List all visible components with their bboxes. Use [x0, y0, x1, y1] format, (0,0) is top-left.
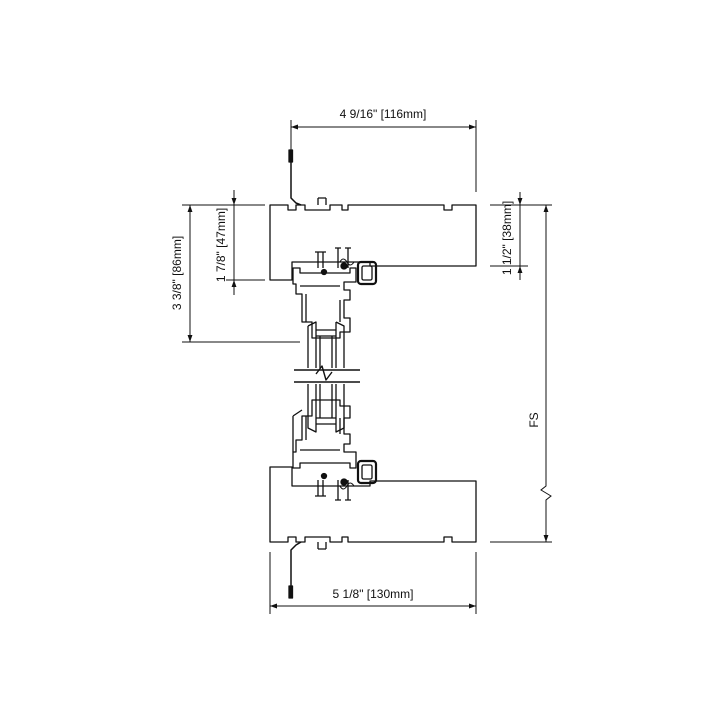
right-fs-label: FS: [527, 412, 541, 427]
lower-jamb-extension: [292, 409, 303, 452]
bottom-width-label: 5 1/8" [130mm]: [333, 587, 414, 601]
top-clip: [317, 197, 327, 205]
upper-seal-box-inner: [361, 265, 373, 281]
lower-frame-profile: [292, 399, 357, 469]
bottom-clip: [317, 542, 327, 550]
right-small-label: 1 1/2" [38mm]: [500, 201, 514, 275]
lower-screws: [315, 480, 351, 501]
glazing-spacer-top: [316, 329, 336, 337]
top-flashing-tip: [288, 149, 294, 163]
upper-bead-1: [340, 262, 348, 270]
glazing-spacer-bottom: [316, 417, 336, 425]
bottom-wall-block: [269, 466, 477, 543]
lower-seal-box: [356, 459, 378, 485]
upper-bead-2: [320, 268, 328, 276]
lower-bead-2: [320, 472, 328, 480]
lower-bead-1: [340, 478, 348, 486]
lower-seal-box-inner: [361, 464, 373, 480]
left-outer-label: 3 3/8" [86mm]: [170, 236, 184, 310]
upper-frame-profile: [292, 267, 357, 339]
top-wall-block: [269, 204, 477, 281]
upper-frame-inner-line: [300, 285, 341, 322]
upper-screws: [315, 247, 351, 268]
upper-seal-box: [356, 260, 378, 286]
right-fs-dimline: [540, 205, 552, 542]
left-inner-label: 1 7/8" [47mm]: [214, 208, 228, 282]
bottom-flashing: [290, 541, 302, 596]
glazing-unit-left: [307, 321, 317, 433]
top-flashing: [290, 152, 302, 206]
break-zigzag: [315, 365, 333, 381]
lower-frame-inner-line: [300, 416, 341, 451]
top-width-label: 4 9/16" [116mm]: [340, 107, 427, 121]
bottom-flashing-tip: [288, 585, 294, 599]
upper-fin-seal: [339, 258, 355, 266]
